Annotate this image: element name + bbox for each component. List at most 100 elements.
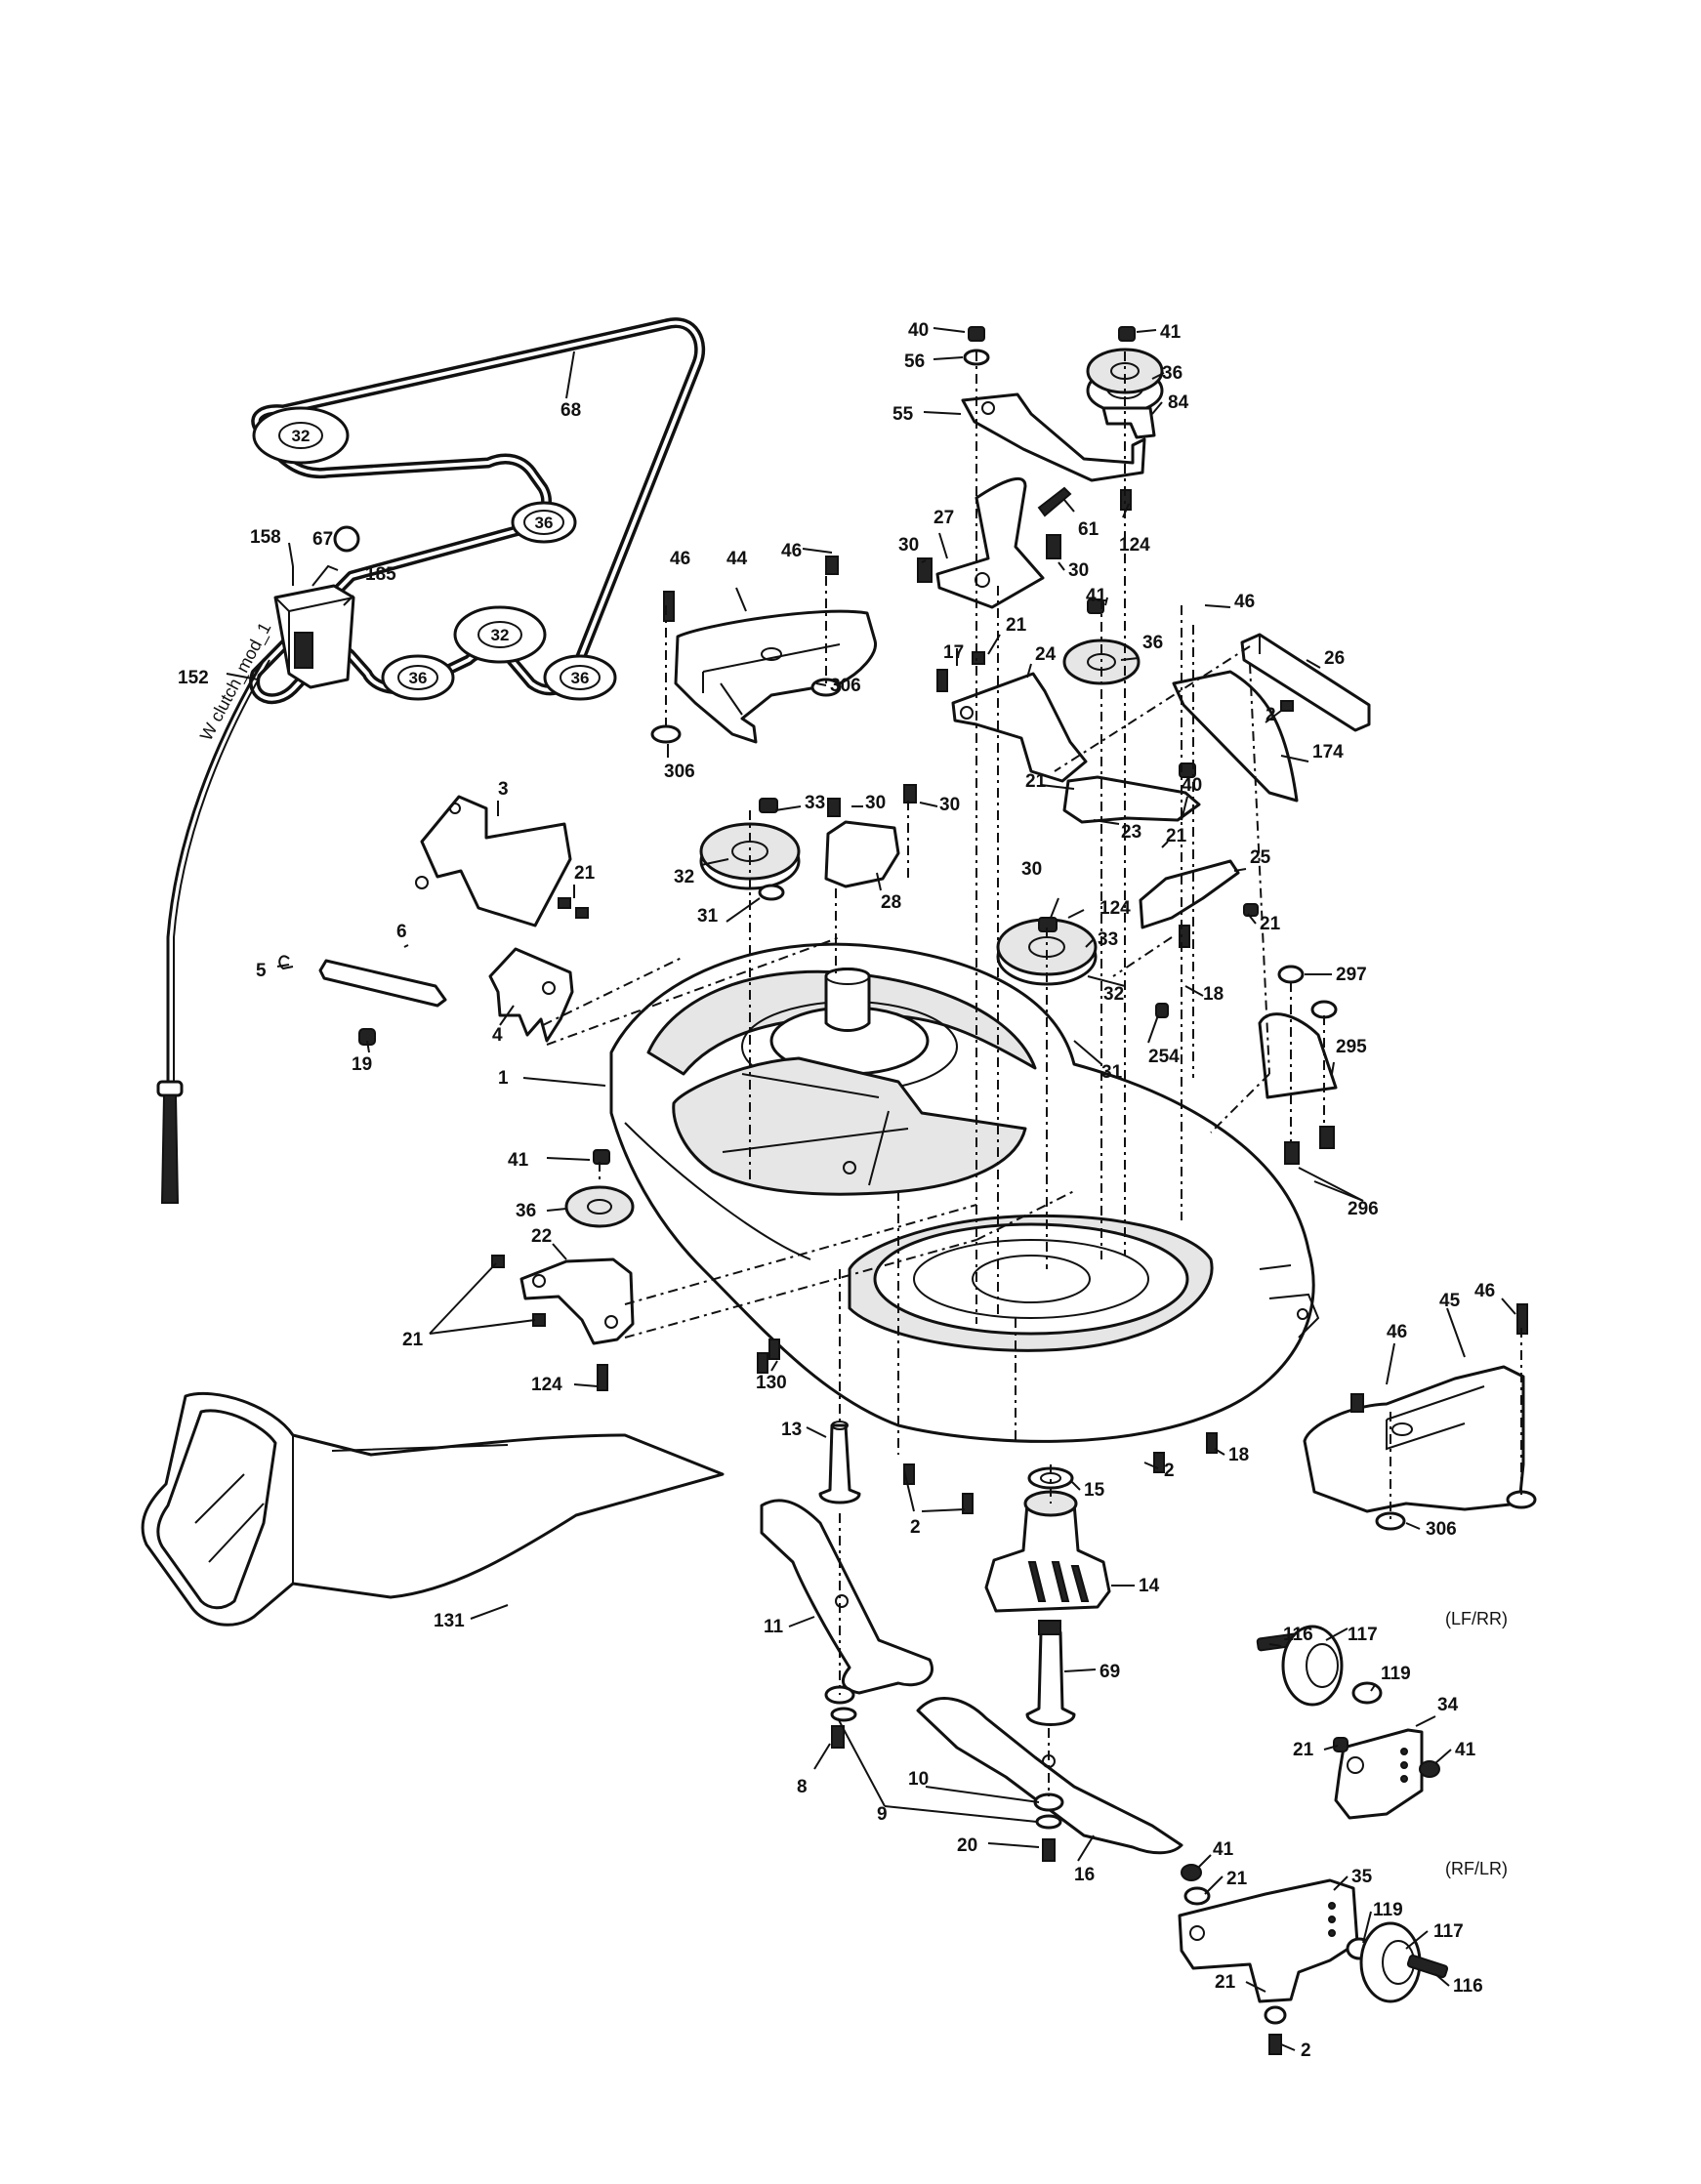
spindle-housing-14 xyxy=(984,1502,1111,1613)
bracket-22-assembly xyxy=(491,1149,635,1391)
callout: 119 xyxy=(1381,1664,1411,1684)
callout: 69 xyxy=(1099,1662,1120,1682)
callout: 21 xyxy=(1215,1972,1236,1993)
spindle-shaft-69 xyxy=(1025,1630,1076,1726)
belt-pulley-5: 36 xyxy=(543,654,617,701)
pulley-label: 32 xyxy=(292,427,311,445)
callout: 14 xyxy=(1139,1576,1160,1596)
blade-assembly xyxy=(760,1499,1183,1862)
callout: 40 xyxy=(1182,775,1202,796)
belt-cover-45 xyxy=(1303,1303,1537,1531)
callout: 36 xyxy=(516,1201,536,1221)
lift-bracket-assembly xyxy=(278,795,589,1046)
cable-end-spring xyxy=(160,1094,180,1204)
callout: 117 xyxy=(1433,1921,1464,1942)
callout: 30 xyxy=(898,535,919,556)
baffle-bracket-assembly xyxy=(1062,633,1371,824)
callout: 33 xyxy=(1098,929,1118,950)
callout: 36 xyxy=(1162,363,1182,384)
callout: 34 xyxy=(1437,1695,1459,1715)
callout: 116 xyxy=(1453,1976,1483,1997)
bracket-4 xyxy=(488,947,574,1043)
callout-leaders xyxy=(226,327,1516,2051)
idler-arm-assembly xyxy=(917,476,1072,609)
bracket-25-assembly xyxy=(1139,859,1259,948)
belt-cover-44 xyxy=(650,556,877,744)
callout: 116 xyxy=(1283,1625,1313,1645)
callout: 28 xyxy=(881,892,901,913)
callout: 31 xyxy=(1101,1062,1123,1083)
callout: 4 xyxy=(492,1025,503,1046)
gauge-wheel-rf-lr xyxy=(1178,1864,1449,2055)
deck-belt-assembly: 32 36 32 36 36 xyxy=(249,317,706,705)
callout: 1 xyxy=(498,1068,509,1089)
callout-labels: 40 41 56 36 84 55 68 67 158 185 152 124 … xyxy=(178,320,1508,2061)
wheel-bracket-34 xyxy=(1334,1728,1424,1820)
callout: 41 xyxy=(508,1150,529,1171)
spindle-shaft-13 xyxy=(818,1423,861,1504)
callout: 55 xyxy=(892,404,914,425)
callout: 46 xyxy=(670,549,690,569)
belt-pulley-4: 36 xyxy=(381,654,455,701)
callout: 30 xyxy=(1068,560,1089,581)
callout: 20 xyxy=(957,1835,977,1856)
assembly-centerlines xyxy=(542,351,1522,1796)
upper-idler-assembly xyxy=(961,326,1164,511)
cable-mount-block xyxy=(294,632,313,669)
callout: 26 xyxy=(1324,648,1345,669)
callout: 124 xyxy=(531,1375,562,1395)
callout: 21 xyxy=(1226,1869,1248,1889)
callout: 21 xyxy=(574,863,596,884)
cable-bracket xyxy=(273,584,355,689)
callout: 41 xyxy=(1455,1740,1476,1760)
rod-6 xyxy=(318,959,447,1008)
callout: 295 xyxy=(1336,1037,1367,1057)
callout: 21 xyxy=(1293,1740,1314,1760)
callout: 117 xyxy=(1348,1625,1378,1645)
gauge-wheel-lf-rr xyxy=(1256,1625,1440,1820)
callout: 10 xyxy=(908,1769,929,1790)
callout: 17 xyxy=(943,642,964,663)
callout: 8 xyxy=(797,1777,808,1797)
callout: 130 xyxy=(756,1373,787,1393)
callout: 21 xyxy=(1260,914,1281,934)
knob-ball xyxy=(333,525,360,553)
callout: 41 xyxy=(1160,322,1182,343)
tension-spring-61 xyxy=(1037,486,1072,517)
callout: 19 xyxy=(352,1054,372,1075)
callout: 40 xyxy=(908,320,929,341)
callout: 306 xyxy=(1426,1519,1457,1540)
callout: 16 xyxy=(1074,1865,1095,1885)
baffle-295-assembly xyxy=(1155,965,1338,1165)
bracket-23 xyxy=(1062,775,1201,824)
callout: 46 xyxy=(781,541,802,561)
clutch-cable xyxy=(166,658,266,1086)
callout: 174 xyxy=(1312,742,1344,762)
callout: 2 xyxy=(1301,2040,1311,2061)
callout: 46 xyxy=(1234,592,1255,612)
callout: 2 xyxy=(1164,1461,1175,1481)
callout: 30 xyxy=(865,793,886,813)
belt-pulley-2: 36 xyxy=(511,501,577,544)
callout: 61 xyxy=(1078,519,1099,540)
callout: 46 xyxy=(1474,1281,1495,1301)
callout: 11 xyxy=(764,1617,784,1637)
callout: 296 xyxy=(1348,1199,1379,1219)
clutch-cable-assembly: W clutch_mod_1 xyxy=(156,525,360,1204)
callout: 67 xyxy=(312,529,333,550)
callout: 45 xyxy=(1439,1291,1461,1311)
spindle-assembly xyxy=(818,1421,1111,1726)
bracket-3 xyxy=(420,795,572,927)
callout: 36 xyxy=(1142,633,1163,653)
callout: 15 xyxy=(1084,1480,1105,1501)
discharge-chute-131 xyxy=(141,1391,725,1627)
callout: 24 xyxy=(1035,644,1057,665)
idler-arm-84 xyxy=(1101,406,1156,439)
pulley-label: 32 xyxy=(491,626,510,644)
callout: 119 xyxy=(1373,1900,1403,1920)
callout: 30 xyxy=(939,795,960,815)
callout: 27 xyxy=(933,508,954,528)
callout: 84 xyxy=(1168,392,1189,413)
callout: 6 xyxy=(396,922,407,942)
